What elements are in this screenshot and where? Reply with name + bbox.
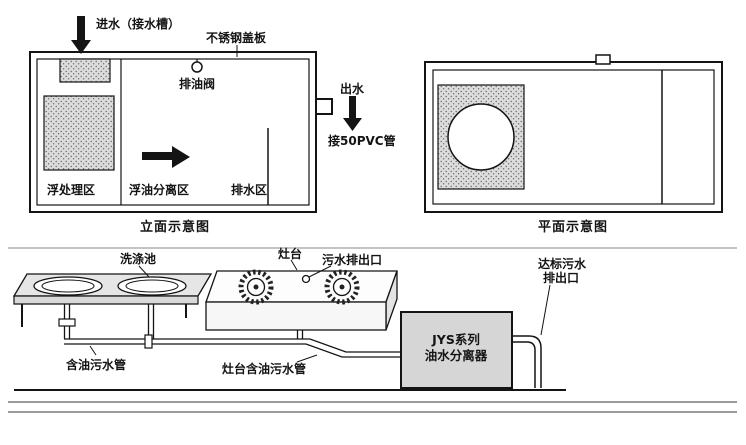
drain-piping xyxy=(58,304,401,358)
burner-right xyxy=(324,269,360,305)
cover-label: 不锈钢盖板 xyxy=(206,30,267,45)
stove-front xyxy=(205,301,387,331)
plan-view: 平面示意图 xyxy=(424,54,723,235)
stove-leader-line xyxy=(290,259,298,271)
compliant-outlet-label-line2: 排出口 xyxy=(543,270,579,285)
stove-label: 灶台 xyxy=(278,246,302,261)
outlet-pipe-label: 接50PVC管 xyxy=(328,133,396,148)
inlet-arrow-icon xyxy=(71,16,91,54)
zone-drain-label: 排水区 xyxy=(231,182,267,197)
oily-pipe-leader-line xyxy=(89,345,97,356)
stove xyxy=(205,269,398,331)
outlet-label: 出水 xyxy=(340,81,365,96)
separator-name-line2: 油水分离器 xyxy=(425,348,488,363)
compliant-outlet-pipe-inner xyxy=(512,341,536,388)
separator-box xyxy=(400,311,513,389)
stove-oily-pipe-label: 灶台含油污水管 xyxy=(222,361,306,376)
compliant-outlet-label-line1: 达标污水 xyxy=(538,256,587,271)
installation-view: JYS系列 油水分离器 洗涤池 灶台 污水排出口 达标污水 排出口 含油污水管 … xyxy=(8,246,737,413)
plan-inner-wall xyxy=(432,69,715,205)
washing-sink xyxy=(12,273,213,327)
oil-valve-label: 排油阀 xyxy=(179,76,215,91)
sewage-outlet-label: 污水排出口 xyxy=(322,252,382,267)
elevation-view: 进水（接水槽） 不锈钢盖板 排油阀 浮处理区 浮油分离区 排水区 出水 接50P… xyxy=(29,16,396,235)
sink-label: 洗涤池 xyxy=(120,251,156,266)
zone-float-treatment-label: 浮处理区 xyxy=(47,182,95,197)
oil-drain-valve xyxy=(191,61,203,73)
compliant-leader-line xyxy=(540,284,551,336)
stove-pipe-leader-line xyxy=(296,354,318,363)
sink-leader-line xyxy=(138,265,150,278)
pipe-union-fitting xyxy=(58,318,76,327)
zone-oil-separation-label: 浮油分离区 xyxy=(129,182,189,197)
inlet-label: 进水（接水槽） xyxy=(96,16,180,31)
separator-name-line1: JYS系列 xyxy=(431,332,480,347)
inlet-basket xyxy=(59,58,111,83)
sink-counter-front xyxy=(13,295,199,305)
plan-caption: 平面示意图 xyxy=(538,219,608,235)
outlet-stub xyxy=(315,98,333,115)
flow-arrow-icon xyxy=(142,146,190,168)
main-oily-pipe-bottom xyxy=(64,343,401,358)
sewage-leader-line xyxy=(308,265,332,278)
pipe-joint-fitting xyxy=(144,334,153,349)
burner-left xyxy=(238,269,274,305)
stove-top xyxy=(205,270,398,303)
oily-pipe-label: 含油污水管 xyxy=(66,357,126,372)
plan-top-notch xyxy=(595,54,611,65)
outlet-arrow-icon xyxy=(343,96,362,131)
tank-inner-wall xyxy=(36,58,310,206)
separator-unit: JYS系列 油水分离器 xyxy=(400,311,542,389)
plan-inspection-circle xyxy=(447,103,515,171)
elevation-caption: 立面示意图 xyxy=(140,219,210,235)
float-treatment-media xyxy=(43,95,115,171)
main-oily-pipe-top xyxy=(64,338,401,353)
sewage-outlet-hole xyxy=(301,274,311,284)
compliant-outlet-pipe-outer xyxy=(512,335,542,388)
